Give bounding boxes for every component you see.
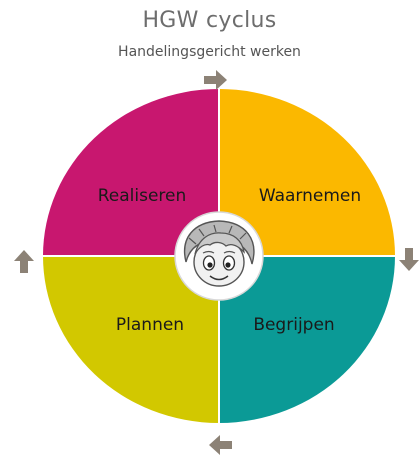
page-subtitle: Handelingsgericht werken (118, 44, 301, 60)
child-face-icon (174, 211, 264, 301)
arrow-up-icon (14, 250, 34, 273)
quadrant-begrijpen (219, 256, 395, 423)
arrow-right-icon (204, 70, 227, 90)
label-waarnemen: Waarnemen (259, 186, 361, 206)
label-plannen: Plannen (116, 315, 184, 335)
arrow-left-icon (209, 435, 232, 455)
label-realiseren: Realiseren (98, 186, 187, 206)
quadrant-realiseren (43, 89, 219, 256)
arrow-down-icon (399, 248, 419, 271)
quadrant-plannen (43, 256, 219, 423)
label-begrijpen: Begrijpen (253, 315, 334, 335)
page-title: HGW cyclus (142, 8, 277, 33)
quadrant-waarnemen (219, 89, 395, 256)
